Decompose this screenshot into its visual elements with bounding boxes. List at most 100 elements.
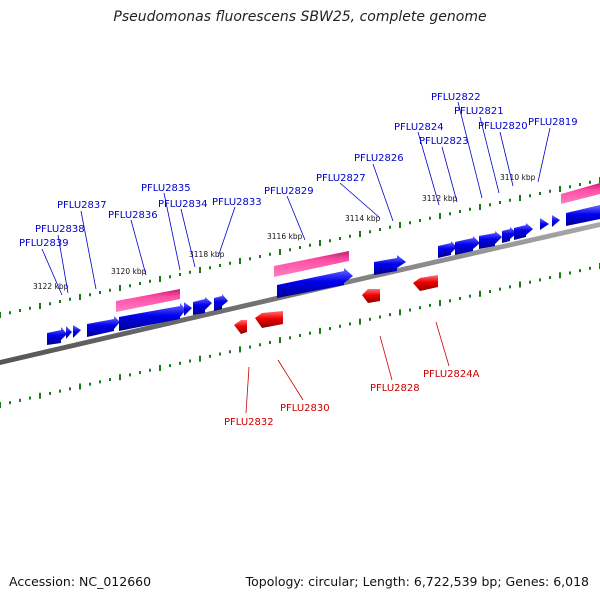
rna-feature: [116, 289, 180, 312]
genome-summary-text: Topology: circular; Length: 6,722,539 bp…: [245, 574, 589, 589]
minor-tick: [419, 219, 421, 222]
gene-label-pflu2836[interactable]: PFLU2836: [108, 210, 158, 221]
gene-label-pflu2838[interactable]: PFLU2838: [35, 224, 85, 235]
minor-tick: [249, 345, 251, 349]
minor-tick: [299, 334, 301, 337]
kbp-label: 3116 kbp: [267, 232, 303, 241]
rna-feature: [274, 251, 349, 277]
minor-tick: [339, 237, 341, 240]
major-tick: [479, 204, 481, 210]
gene-label-pflu2839[interactable]: PFLU2839: [19, 238, 69, 249]
gene-label-pflu2837[interactable]: PFLU2837: [57, 200, 107, 211]
minor-tick: [219, 264, 221, 267]
major-tick: [319, 327, 321, 334]
gene-label-pflu2824[interactable]: PFLU2824: [394, 122, 444, 133]
minor-tick: [339, 324, 341, 328]
minor-tick: [579, 183, 581, 186]
minor-tick: [459, 210, 461, 213]
minor-tick: [99, 380, 101, 384]
minor-tick: [449, 299, 451, 303]
minor-tick: [9, 311, 11, 315]
gene-label-pflu2828[interactable]: PFLU2828: [370, 383, 420, 394]
minor-tick: [169, 364, 171, 368]
minor-tick: [19, 309, 21, 312]
forward-gene-arrow: [514, 223, 533, 240]
minor-tick: [59, 389, 61, 393]
major-tick: [519, 195, 521, 201]
minor-tick: [29, 396, 31, 400]
minor-tick: [429, 216, 431, 220]
gene-label-pflu2830[interactable]: PFLU2830: [280, 403, 330, 414]
minor-tick: [269, 252, 271, 256]
forward-gene-arrow: [66, 326, 72, 341]
kbp-label: 3110 kbp: [500, 173, 536, 182]
gene-label-pflu2835[interactable]: PFLU2835: [141, 183, 191, 194]
forward-gene-labels: PFLU2819 PFLU2820 PFLU2821 PFLU2822 PFLU…: [19, 92, 578, 249]
major-tick: [159, 364, 161, 371]
kbp-label: 3112 kbp: [422, 194, 458, 203]
gene-label-pflu2820[interactable]: PFLU2820: [478, 121, 528, 132]
kbp-label: 3114 kbp: [345, 214, 381, 223]
minor-tick: [289, 336, 291, 340]
forward-leader-lines: [41, 101, 551, 296]
minor-tick: [209, 354, 211, 358]
gene-label-pflu2819[interactable]: PFLU2819: [528, 117, 578, 128]
forward-gene-arrow: [184, 302, 192, 318]
forward-gene-arrow: [438, 241, 457, 258]
major-tick: [319, 240, 321, 246]
gene-label-pflu2823[interactable]: PFLU2823: [419, 136, 469, 147]
kbp-label: 3118 kbp: [189, 250, 225, 259]
gene-label-pflu2829[interactable]: PFLU2829: [264, 186, 314, 197]
minor-tick: [109, 288, 111, 292]
forward-gene-arrow: [479, 231, 502, 249]
minor-tick: [19, 398, 21, 402]
minor-tick: [99, 291, 101, 294]
minor-tick: [149, 368, 151, 372]
minor-tick: [589, 266, 591, 270]
minor-tick: [459, 296, 461, 300]
forward-gene-arrow: [193, 297, 212, 315]
gene-label-pflu2824a[interactable]: PFLU2824A: [423, 369, 480, 380]
major-tick: [279, 337, 281, 344]
minor-tick: [269, 340, 271, 344]
forward-gene-arrow: [73, 325, 81, 340]
reverse-leader-lines: [245, 321, 450, 414]
minor-tick: [449, 212, 451, 216]
minor-tick: [139, 371, 141, 375]
gene-label-pflu2822[interactable]: PFLU2822: [431, 92, 481, 103]
gene-label-pflu2832[interactable]: PFLU2832: [224, 417, 274, 428]
minor-tick: [489, 289, 491, 293]
rna-feature: [561, 183, 600, 204]
major-tick: [0, 312, 1, 318]
minor-tick: [59, 300, 61, 303]
minor-tick: [309, 243, 311, 247]
minor-tick: [529, 194, 531, 198]
gene-label-pflu2826[interactable]: PFLU2826: [354, 153, 404, 164]
minor-tick: [129, 284, 131, 288]
major-tick: [519, 281, 521, 288]
minor-tick: [219, 352, 221, 356]
minor-tick: [49, 302, 51, 306]
minor-tick: [379, 228, 381, 231]
minor-tick: [499, 201, 501, 204]
minor-tick: [169, 275, 171, 279]
major-tick: [239, 346, 241, 353]
minor-tick: [379, 315, 381, 319]
minor-tick: [109, 378, 111, 382]
forward-gene-arrow: [277, 268, 353, 298]
major-tick: [39, 392, 41, 399]
major-tick: [79, 383, 81, 390]
rna-features: [116, 183, 600, 312]
gene-label-pflu2833[interactable]: PFLU2833: [212, 197, 262, 208]
gene-label-pflu2827[interactable]: PFLU2827: [316, 173, 366, 184]
minor-tick: [259, 343, 261, 347]
gene-label-pflu2834[interactable]: PFLU2834: [158, 199, 208, 210]
minor-tick: [369, 230, 371, 234]
minor-tick: [589, 180, 591, 184]
minor-tick: [49, 391, 51, 395]
minor-tick: [89, 382, 91, 386]
minor-tick: [509, 285, 511, 289]
minor-tick: [529, 280, 531, 284]
gene-label-pflu2821[interactable]: PFLU2821: [454, 106, 504, 117]
